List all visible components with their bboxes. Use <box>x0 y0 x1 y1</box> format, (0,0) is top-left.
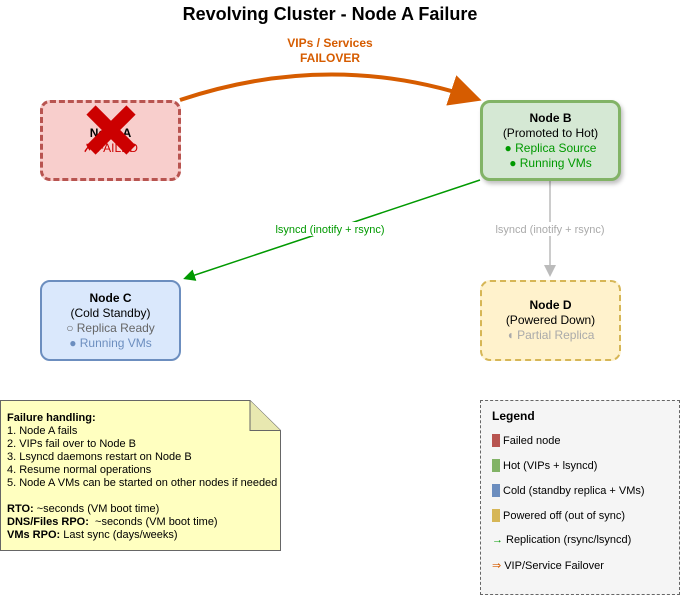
note-step: 1. Node A fails <box>7 425 78 437</box>
note-step: 2. VIPs fail over to Node B <box>7 438 137 450</box>
node-b-name: Node B <box>529 110 572 125</box>
failover-arrow <box>179 72 482 106</box>
failed-swatch-icon <box>492 434 500 447</box>
failover-label: VIPs / Services FAILOVER <box>250 36 410 66</box>
node-b[interactable]: Node B (Promoted to Hot) ● Replica Sourc… <box>480 100 621 181</box>
legend-item-failover: ⇒VIP/Service Failover <box>492 559 604 573</box>
node-c-name: Node C <box>89 290 132 305</box>
failover-label-line: VIPs / Services <box>287 36 373 50</box>
note-metric-vms-rpo: VMs RPO: Last sync (days/weeks) <box>7 529 178 541</box>
node-a[interactable]: Node A ✗ FAILED <box>40 100 181 181</box>
legend-item-cold: Cold (standby replica + VMs) <box>492 484 645 497</box>
node-b-item: ● Running VMs <box>509 155 592 170</box>
edge-label-b-c: lsyncd (inotify + rsync) <box>275 224 385 236</box>
node-d[interactable]: Node D (Powered Down) ◖ Partial Replica <box>480 280 621 361</box>
edge-label-b-d: lsyncd (inotify + rsync) <box>495 224 605 236</box>
note-step: 4. Resume normal operations <box>7 464 152 476</box>
note-heading: Failure handling: <box>7 412 96 424</box>
legend: Legend Failed node Hot (VIPs + lsyncd) C… <box>480 400 680 595</box>
note-metric-rto: RTO: ~seconds (VM boot time) <box>7 503 160 515</box>
node-d-item: ◖ Partial Replica <box>506 328 595 342</box>
failure-handling-note: Failure handling: 1. Node A fails 2. VIP… <box>0 400 281 551</box>
failed-x-icon <box>86 105 136 155</box>
legend-item-powered-off: Powered off (out of sync) <box>492 509 625 522</box>
legend-item-replication: →Replication (rsync/lsyncd) <box>492 534 632 546</box>
hot-swatch-icon <box>492 459 500 472</box>
note-metric-dns-rpo: DNS/Files RPO: ~seconds (VM boot time) <box>7 516 218 528</box>
green-arrow-icon: → <box>492 534 503 546</box>
node-d-name: Node D <box>529 298 572 312</box>
cold-swatch-icon <box>492 484 500 497</box>
note-step: 3. Lsyncd daemons restart on Node B <box>7 451 192 463</box>
node-c-item: ○ Replica Ready <box>66 320 155 335</box>
node-c-role: (Cold Standby) <box>70 305 151 320</box>
diagram-title: Revolving Cluster - Node A Failure <box>182 4 478 24</box>
node-d-role: (Powered Down) <box>505 313 596 327</box>
failover-label-line: FAILOVER <box>299 51 360 65</box>
powered-off-swatch-icon <box>492 509 500 522</box>
legend-title: Legend <box>492 409 535 423</box>
node-b-role: (Promoted to Hot) <box>502 125 599 140</box>
legend-item-failed: Failed node <box>492 434 561 447</box>
note-step: 5. Node A VMs can be started on other no… <box>7 477 278 489</box>
node-c[interactable]: Node C (Cold Standby) ○ Replica Ready ● … <box>40 280 181 361</box>
node-b-item: ● Replica Source <box>504 140 597 155</box>
node-c-item: ● Running VMs <box>69 335 152 350</box>
legend-item-hot: Hot (VIPs + lsyncd) <box>492 459 597 472</box>
orange-double-arrow-icon: ⇒ <box>492 560 502 572</box>
